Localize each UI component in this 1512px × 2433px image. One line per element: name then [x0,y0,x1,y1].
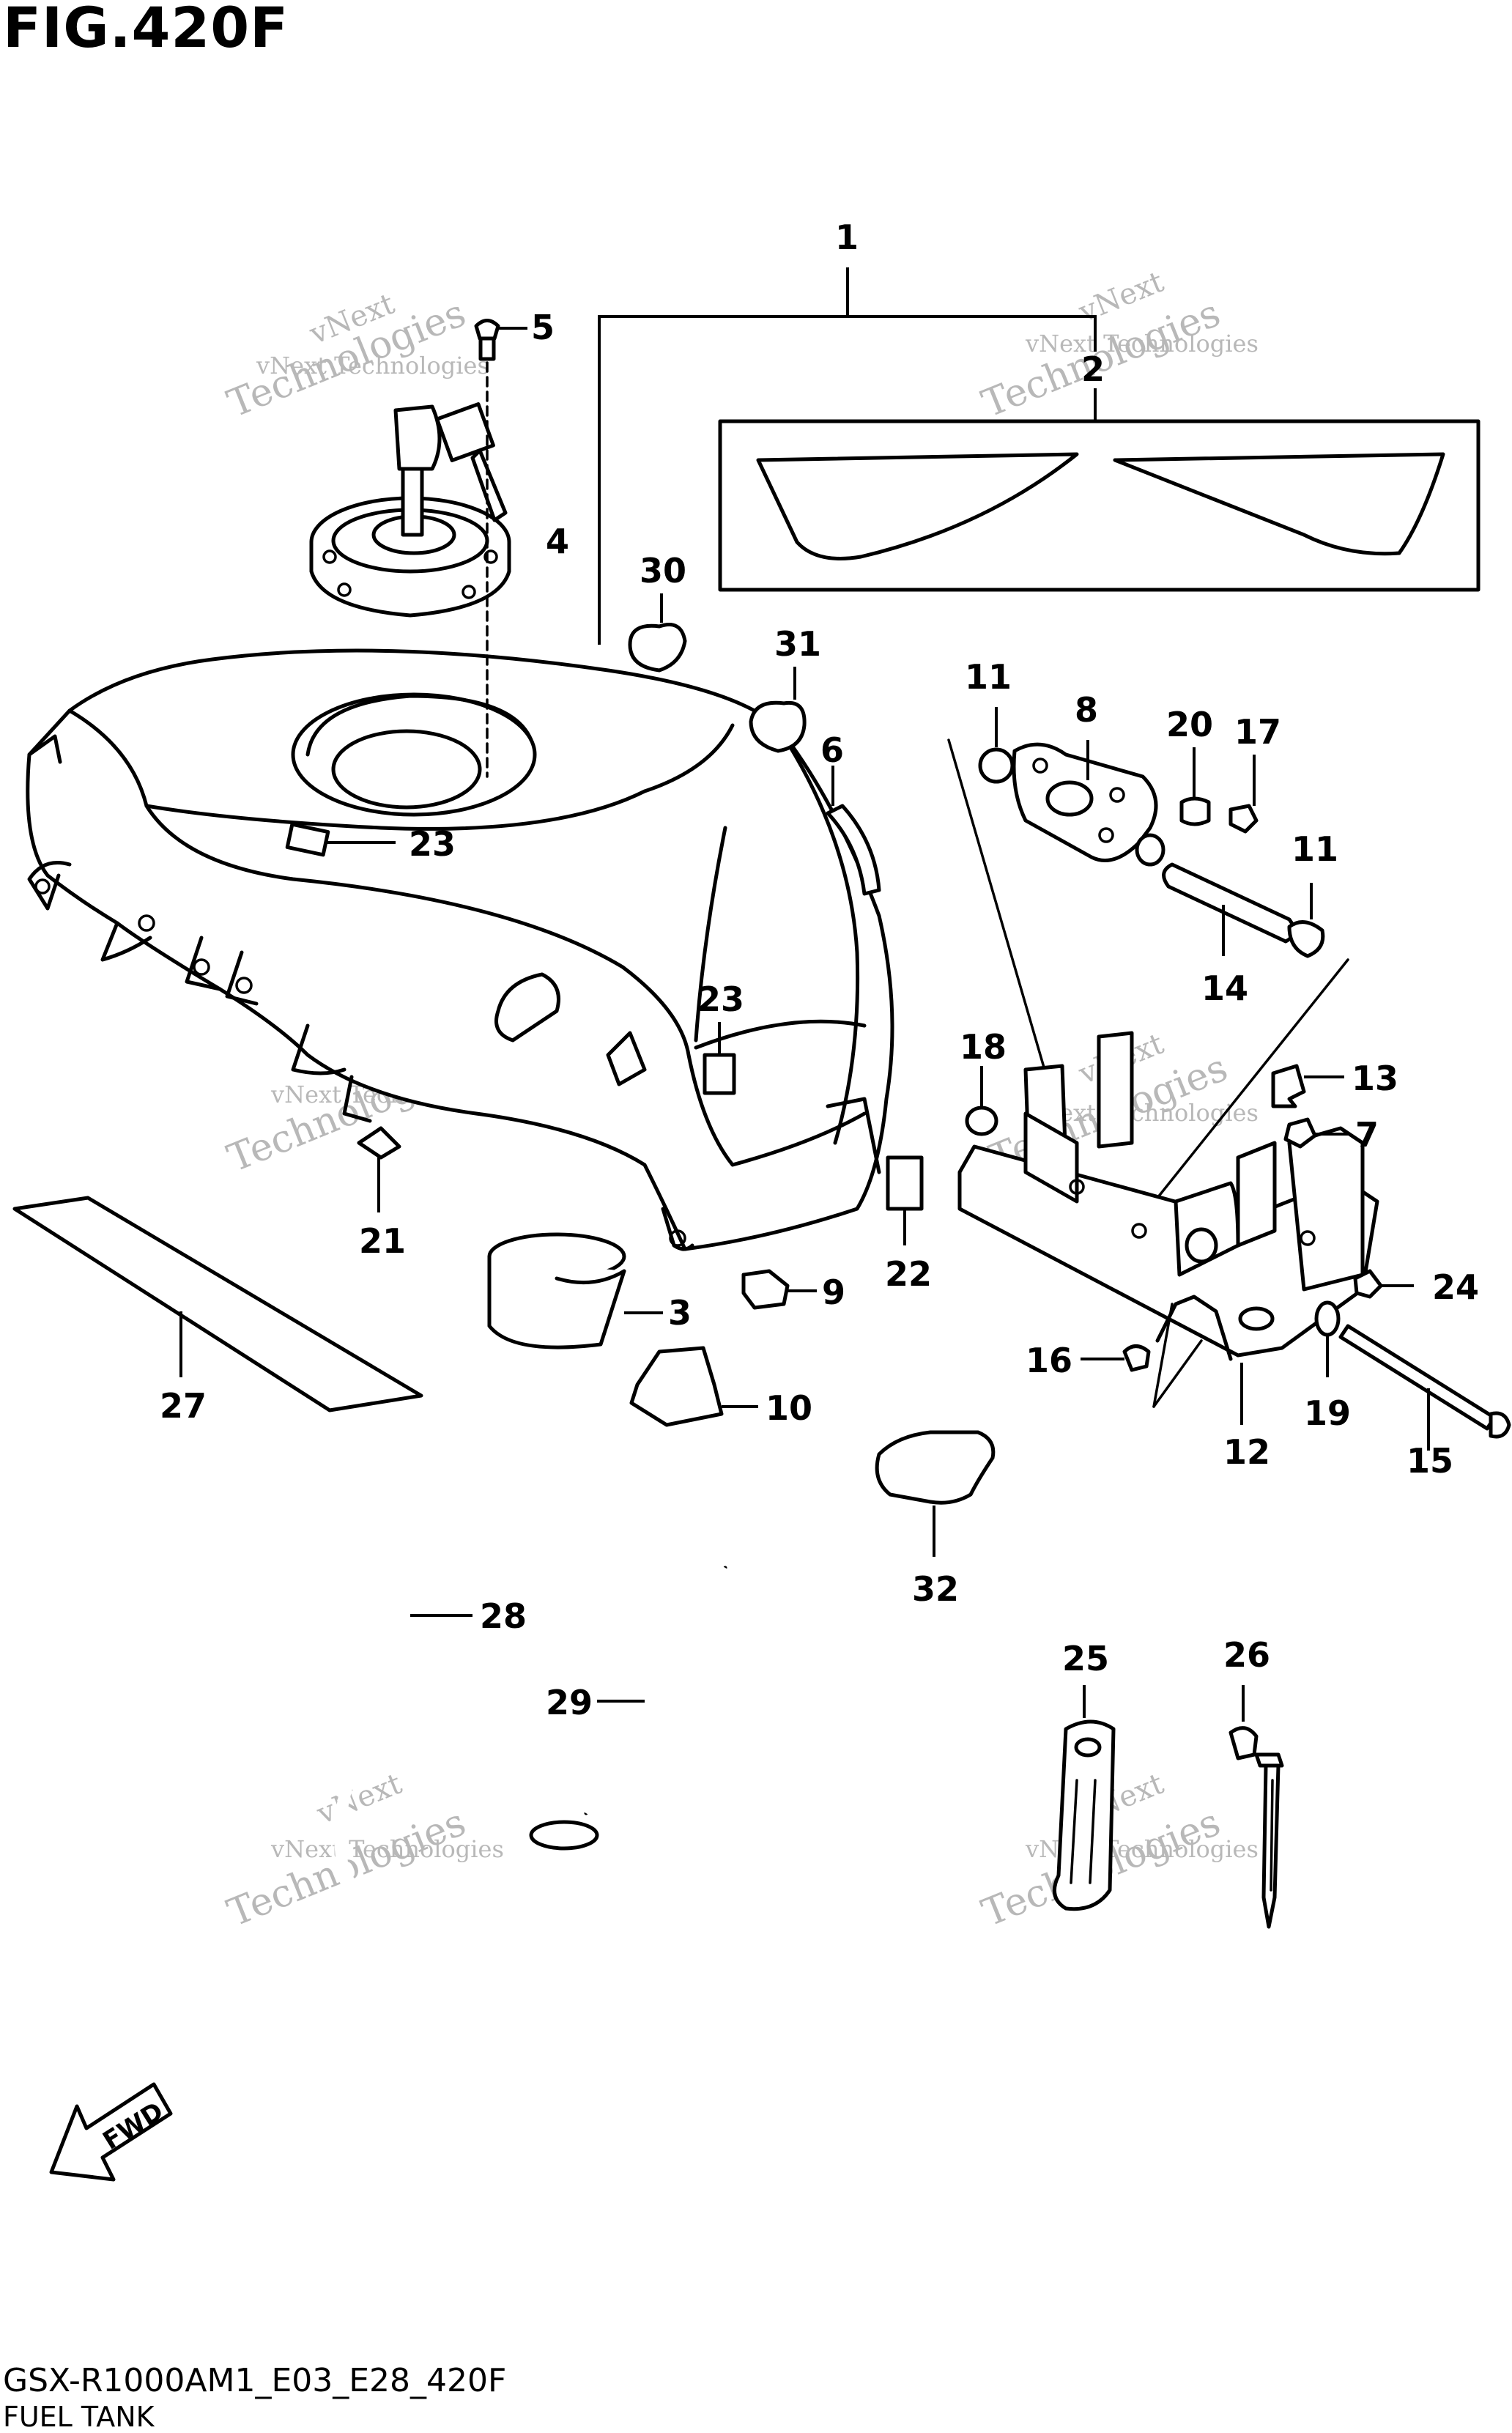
callout-23a: 23 [409,824,456,864]
callout-19: 19 [1304,1393,1351,1433]
damper-part-10 [629,1346,724,1427]
callout-27: 27 [160,1386,207,1426]
screw-part-5 [474,319,527,778]
callout-3: 3 [668,1293,692,1333]
callout-24: 24 [1432,1267,1479,1307]
callout-1: 1 [835,218,859,257]
bolt-part-16 [1122,1344,1151,1372]
nut-part-24 [1353,1269,1383,1299]
clip-part-13 [1271,1064,1306,1108]
callout-6: 6 [820,730,844,770]
watermark-top-left: vNext Technologies vNext Technologies [221,287,489,426]
washer-part-19 [1314,1300,1341,1337]
watermark-line1: vNext Technologies [1025,330,1259,358]
callout-21: 21 [359,1221,406,1261]
watermark-line1: vNext Technologies [256,352,489,379]
nut-part-7 [1283,1117,1317,1149]
washer-part-18 [965,1106,998,1136]
callout-10: 10 [766,1388,812,1428]
forward-direction-arrow: FWD [49,2082,173,2182]
fuel-tank [26,648,894,1251]
callout-5: 5 [531,308,555,347]
tie-part-26 [1228,1685,1284,1929]
callout-23b: 23 [697,980,744,1019]
cushion-part-9 [741,1269,790,1310]
callout-22: 22 [885,1254,932,1294]
callout-28: 28 [480,1596,527,1636]
figure-title: FIG.420F [3,0,289,60]
label-part-23b [703,1053,736,1095]
watermark-line1: vNext Technologies [270,1835,504,1863]
callout-2: 2 [1081,349,1105,389]
callout-7: 7 [1355,1115,1379,1155]
callout-26: 26 [1223,1635,1270,1675]
bolt-part-15 [1338,1324,1511,1451]
emblem-set [598,267,1480,645]
callout-17: 17 [1234,712,1281,752]
pad-part-32 [875,1430,996,1505]
callout-11a: 11 [965,657,1012,697]
callout-14: 14 [1201,969,1248,1008]
watermark-line2: vNext [312,1767,407,1832]
hinge-bracket-assembly [947,707,1349,1218]
cap-part-30 [628,623,687,673]
callout-32: 32 [912,1569,959,1609]
callout-11b: 11 [1292,829,1338,869]
gauge-part-29 [529,1566,728,1851]
callout-30: 30 [640,551,686,590]
callout-18: 18 [960,1027,1007,1067]
section-name: FUEL TANK [3,2401,155,2433]
callout-13: 13 [1352,1059,1398,1098]
callout-12: 12 [1223,1432,1270,1472]
band-part-3 [487,1232,663,1349]
watermark-top-right: vNext Technologies vNext Technologies [976,265,1258,426]
label-part-23a [285,822,330,857]
mount-bracket-part-12 [957,1031,1379,1425]
callout-9: 9 [822,1273,845,1312]
callout-29: 29 [546,1683,593,1722]
clip-part-21 [357,1126,401,1160]
watermark-bottom-left: vNext Technologies vNext Technologies [221,1767,503,1936]
cap-part-31 [749,700,807,753]
sheet-part-27 [12,1196,423,1412]
callout-25: 25 [1062,1639,1109,1678]
callout-16: 16 [1026,1341,1072,1380]
callout-20: 20 [1166,705,1213,744]
watermark-bottom-right: vNext Technologies vNext Technologies [976,1767,1258,1936]
callout-labels: 1 2 3 4 5 6 7 8 9 10 11 11 12 13 14 15 1… [160,218,1479,1722]
callout-8: 8 [1075,690,1098,730]
strip-part-6 [826,804,881,896]
clamp-part-25 [1052,1685,1116,1911]
callout-4: 4 [546,522,569,561]
model-code: GSX-R1000AM1_E03_E28_420F [3,2362,507,2399]
fuel-cap [309,402,511,618]
callout-31: 31 [774,624,821,664]
label-part-22 [886,1155,924,1211]
callout-15: 15 [1407,1441,1453,1481]
hose-part-28 [246,1181,600,2028]
